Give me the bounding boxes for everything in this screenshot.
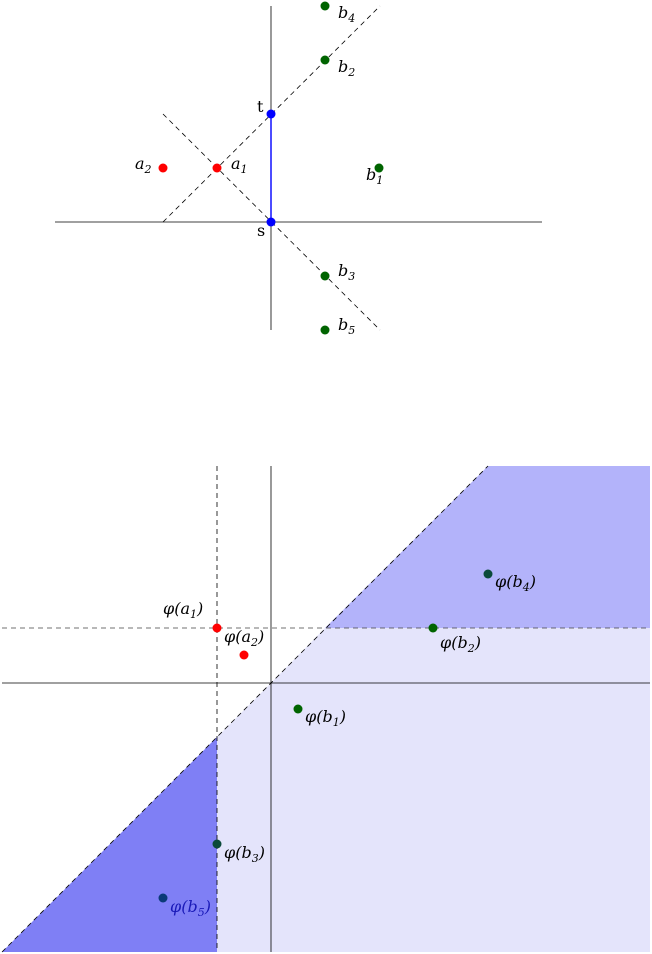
label-phi-a1: φ(a1) <box>163 599 203 621</box>
bottom-diagram: φ(a1) φ(a2) φ(b1) φ(b2) φ(b3) φ(b4) φ(b5… <box>1 465 650 953</box>
label-a2: a2 <box>135 154 152 176</box>
point-a1 <box>212 163 222 173</box>
label-phi-b1: φ(b1) <box>305 707 346 729</box>
point-b1 <box>374 163 384 173</box>
label-t: t <box>257 97 264 116</box>
point-b4 <box>320 1 330 11</box>
point-phi-b5 <box>158 893 168 903</box>
point-b3 <box>320 271 330 281</box>
label-phi-b2: φ(b2) <box>440 633 481 655</box>
point-phi-a1 <box>212 623 222 633</box>
point-phi-b2 <box>428 623 438 633</box>
bottom-dashed-diagonal <box>1 465 489 953</box>
top-diagram: t s a1 a2 b1 b2 b3 b4 b5 <box>55 1 542 337</box>
label-b1: b1 <box>366 165 383 187</box>
label-s: s <box>257 221 265 240</box>
point-phi-a2 <box>239 650 249 660</box>
label-phi-b4: φ(b4) <box>495 572 536 594</box>
point-phi-b1 <box>293 704 303 714</box>
point-t <box>266 109 276 119</box>
point-phi-b4 <box>483 569 493 579</box>
label-b5: b5 <box>338 315 355 337</box>
label-a1: a1 <box>231 154 248 176</box>
label-phi-b3: φ(b3) <box>224 843 265 865</box>
label-phi-a2: φ(a2) <box>224 627 264 649</box>
region-light <box>217 628 650 952</box>
point-a2 <box>158 163 168 173</box>
label-b2: b2 <box>338 57 355 79</box>
point-b2 <box>320 55 330 65</box>
label-b4: b4 <box>338 3 355 25</box>
label-b3: b3 <box>338 261 355 283</box>
point-s <box>266 217 276 227</box>
label-phi-b5: φ(b5) <box>170 897 211 919</box>
point-b5 <box>320 325 330 335</box>
point-phi-b3 <box>212 839 222 849</box>
region-upper-right <box>325 466 650 628</box>
